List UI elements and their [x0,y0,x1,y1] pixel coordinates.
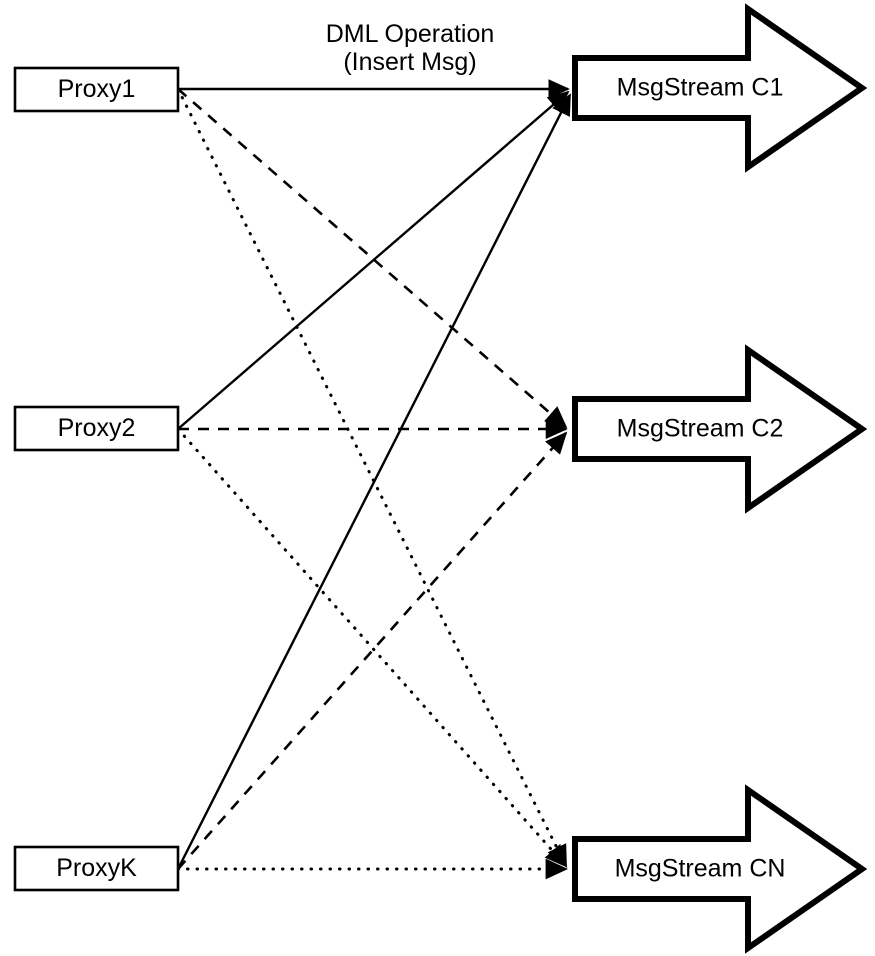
edge-proxy2-to-stream-c1 [177,90,570,430]
proxy1-label: Proxy1 [58,75,136,103]
proxy-node-proxyk[interactable]: ProxyK [13,845,180,892]
proxy-node-group: Proxy1 Proxy2 ProxyK [13,66,180,892]
annotation-line-1: DML Operation [326,20,495,48]
msgstream-node-c1[interactable]: MsgStream C1 [572,3,868,173]
msgstream-node-cn[interactable]: MsgStream CN [572,784,868,954]
edge-proxy2-to-stream-cn [176,427,568,868]
msgstream-c2-arrow-shape[interactable] [572,344,868,514]
proxyk-box[interactable] [13,845,180,892]
msgstream-c1-arrow-shape[interactable] [572,3,868,173]
edge-proxy1-to-stream-c2 [177,88,568,429]
msgstream-cn-arrow-shape[interactable] [572,784,868,954]
proxy-node-proxy1[interactable]: Proxy1 [13,66,180,113]
edge-proxyk-to-stream-c1 [176,93,572,870]
proxyk-label: ProxyK [56,854,137,882]
edge-layer [176,79,572,880]
msgstream-cn-label: MsgStream CN [615,855,786,883]
proxy2-box[interactable] [13,405,180,452]
proxy1-box[interactable] [13,66,180,113]
msgstream-arrow-group: MsgStream C1 MsgStream C2 MsgStream CN [572,3,868,954]
msgstream-c1-label: MsgStream C1 [617,74,784,102]
proxy2-label: Proxy2 [58,414,136,442]
dml-operation-annotation: DML Operation (Insert Msg) [326,20,495,76]
annotation-line-2: (Insert Msg) [343,48,476,76]
msgstream-node-c2[interactable]: MsgStream C2 [572,344,868,514]
edge-proxy1-to-stream-cn [176,87,568,868]
proxy-node-proxy2[interactable]: Proxy2 [13,405,180,452]
edge-proxyk-to-stream-c2 [177,431,568,870]
msgstream-c2-label: MsgStream C2 [617,415,784,443]
